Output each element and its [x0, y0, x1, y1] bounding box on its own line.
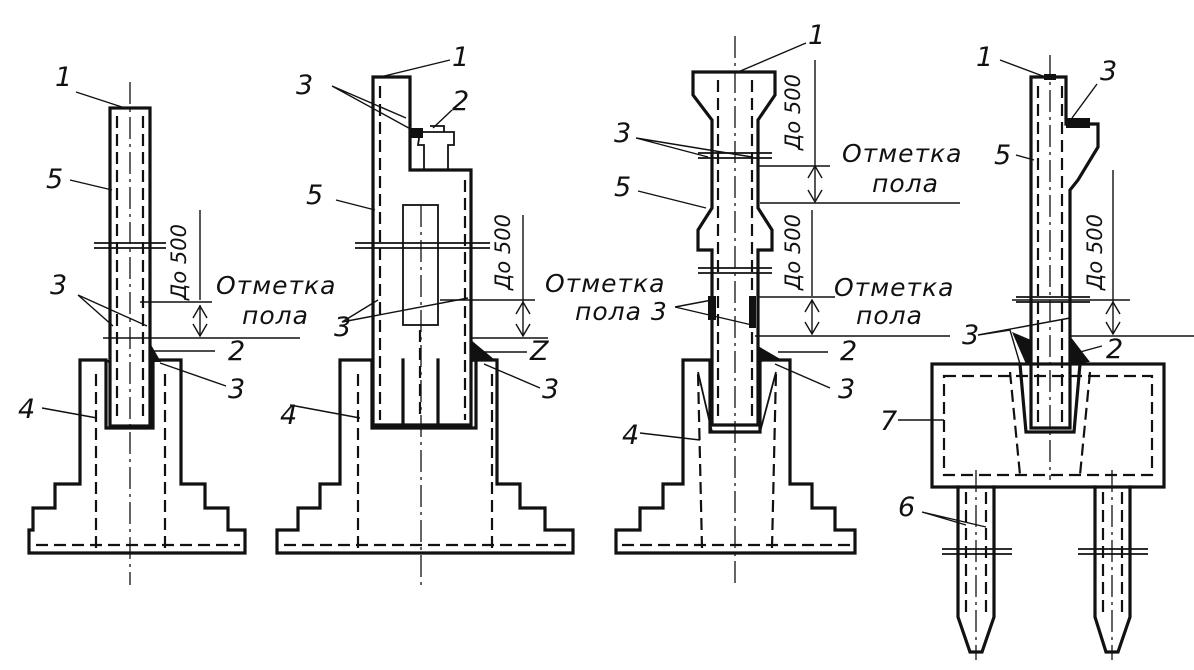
- footing-4-a: [27, 358, 247, 555]
- label-1-a: 1: [55, 62, 72, 93]
- dim-up-to-500-a: До 500: [167, 224, 191, 301]
- label-3-d-bottom: 3: [962, 320, 979, 351]
- floor-mark-b-line1: Отметка: [216, 271, 336, 300]
- label-2-a: 2: [228, 336, 245, 367]
- label-1-c: 1: [808, 20, 825, 51]
- label-2-d: 2: [1106, 334, 1123, 365]
- label-4-b: 4: [280, 400, 297, 431]
- label-7-d: 7: [880, 406, 897, 437]
- floor-mark-b-line2: пола: [242, 301, 309, 330]
- label-6-d: 6: [898, 492, 915, 523]
- footing-4-b: [275, 358, 575, 555]
- label-4-c: 4: [622, 420, 639, 451]
- label-3-a-bottom: 3: [228, 374, 245, 405]
- detail-c: [614, 36, 960, 585]
- label-1-d: 1: [976, 42, 993, 73]
- label-2-b: 2: [452, 86, 469, 117]
- floor-mark-c-upper-line1: Отметка: [842, 139, 962, 168]
- column-5-c: [691, 70, 777, 427]
- label-5-a: 5: [46, 164, 63, 195]
- label-5-b: 5: [306, 180, 323, 211]
- pile-cap-7: [930, 362, 1166, 489]
- label-2-b-bottom: Z: [529, 336, 549, 367]
- label-3-b-mid: 3: [334, 312, 351, 343]
- detail-d: [898, 55, 1194, 660]
- label-5-c: 5: [614, 172, 631, 203]
- label-3-c-top: 3: [614, 118, 631, 149]
- detail-a: [27, 82, 300, 585]
- label-5-d: 5: [994, 140, 1011, 171]
- dim-up-to-500-c-lower: До 500: [781, 214, 805, 291]
- label-3-c-bottom: 3: [838, 374, 855, 405]
- column-5-d: [1029, 75, 1100, 430]
- floor-mark-c-lower-line1: Отметка: [834, 273, 954, 302]
- label-3-b-top: 3: [296, 70, 313, 101]
- floor-mark-c-lower-mid-line1: Отметка: [545, 269, 665, 298]
- label-1-b: 1: [452, 42, 469, 73]
- floor-mark-c-upper-line2: пола: [872, 169, 939, 198]
- dim-up-to-500-d: До 500: [1083, 214, 1107, 291]
- floor-mark-c-lower-mid-line2: пола 3: [575, 297, 668, 326]
- dim-up-to-500-c-upper: До 500: [781, 74, 805, 151]
- label-2-c: 2: [840, 336, 857, 367]
- label-3-b-bottom: 3: [542, 374, 559, 405]
- label-3-a-top: 3: [50, 270, 67, 301]
- column-5-b: [371, 75, 473, 427]
- detail-b: [275, 59, 575, 585]
- dim-up-to-500-b: До 500: [491, 214, 515, 291]
- label-4-a: 4: [18, 394, 35, 425]
- floor-mark-c-lower-line2: пола: [856, 301, 923, 330]
- label-3-d-top: 3: [1100, 56, 1117, 87]
